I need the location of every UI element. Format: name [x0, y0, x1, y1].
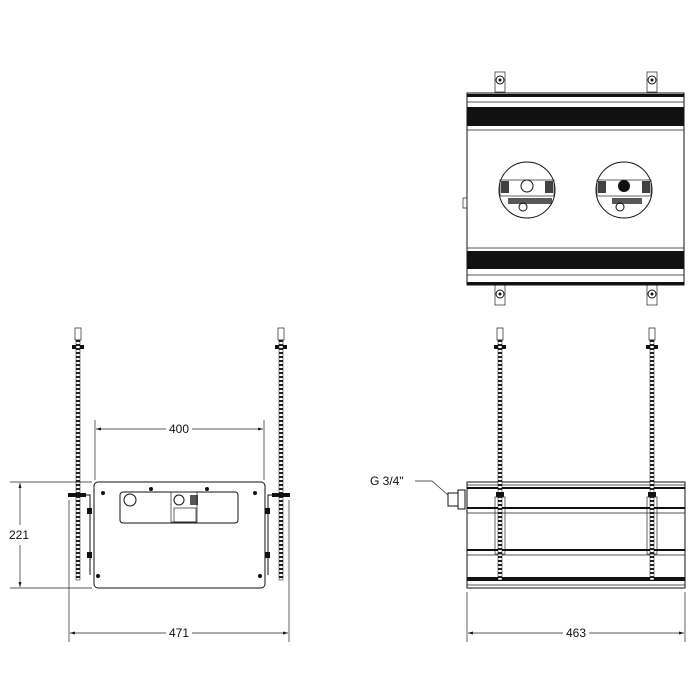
threaded-rod-right: [646, 327, 658, 581]
connection-label: G 3/4": [370, 474, 404, 488]
mounting-lug-icon: [494, 71, 658, 306]
service-window: [119, 491, 239, 524]
dimension-471: 471: [169, 626, 189, 640]
front-view: 400 221 471: [9, 327, 290, 642]
threaded-rod-right: [272, 327, 290, 581]
leader-line: [415, 480, 449, 496]
dimension-463: 463: [566, 626, 586, 640]
housing-side: [466, 481, 686, 589]
threaded-rod-left: [68, 327, 86, 581]
pipe-connection-icon: [447, 489, 466, 510]
valve-opening-left: [498, 161, 556, 219]
heat-sink-band: [467, 107, 684, 126]
side-view: G 3/4" 463: [370, 327, 686, 642]
dimension-400: 400: [169, 422, 189, 436]
valve-opening-right: [595, 161, 653, 219]
top-view: [462, 71, 685, 306]
dimension-221: 221: [9, 528, 29, 542]
mounting-plate: [93, 481, 266, 589]
heat-sink-band: [467, 251, 684, 269]
threaded-rod-left: [494, 327, 506, 581]
